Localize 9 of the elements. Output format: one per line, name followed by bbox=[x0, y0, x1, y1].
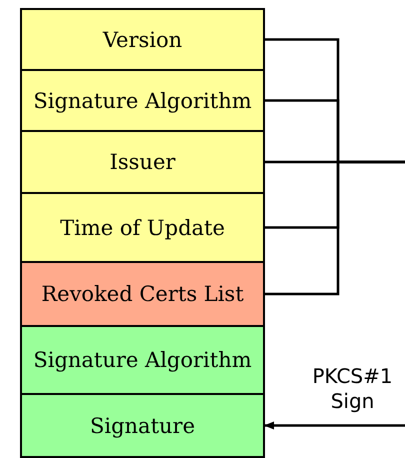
field-box: Signature Algorithm bbox=[20, 69, 265, 132]
connector-line bbox=[265, 160, 405, 296]
field-box: Revoked Certs List bbox=[20, 261, 265, 327]
arrow bbox=[264, 422, 405, 430]
field-box: Time of Update bbox=[20, 192, 265, 263]
field-box: Signature bbox=[20, 393, 265, 458]
field-box: Issuer bbox=[20, 130, 265, 194]
field-box: Version bbox=[20, 8, 265, 71]
field-box: Signature Algorithm bbox=[20, 325, 265, 395]
